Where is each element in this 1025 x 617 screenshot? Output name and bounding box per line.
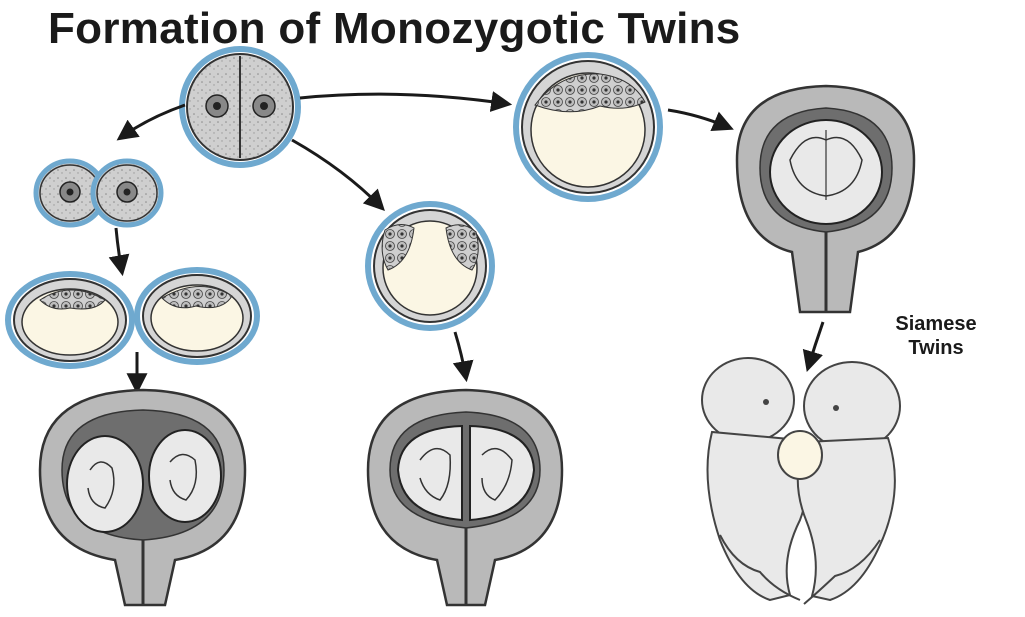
two-cell-zygote [182, 49, 298, 165]
blastocyst-two-inner-masses [368, 204, 492, 328]
uterus-conjoined [737, 86, 914, 312]
blastocyst-left-b [137, 270, 257, 362]
uterus-separate-chorions [40, 390, 245, 605]
siamese-twins-figure [702, 358, 900, 604]
blastocyst-single-mass [516, 55, 660, 199]
separated-blastomeres [36, 161, 161, 225]
uterus-shared-chorion [368, 390, 562, 605]
blastocyst-left-a [8, 274, 132, 366]
